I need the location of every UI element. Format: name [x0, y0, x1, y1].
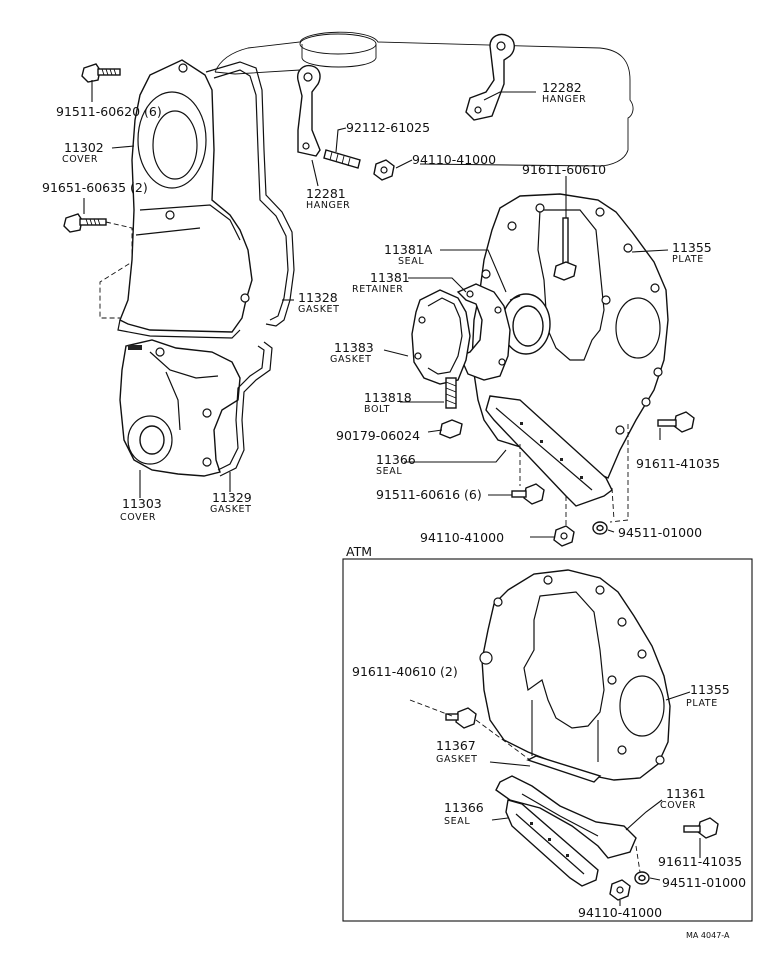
dash-line-c: [611, 487, 615, 521]
label-113818: 113818: [364, 390, 412, 405]
bolt-91511-60616: [511, 483, 545, 505]
label-11381a: 11381A: [384, 242, 433, 257]
gasket-11383: [411, 289, 471, 385]
label-91611-40610: 91611-40610 (2): [352, 664, 458, 679]
label-91511-60620: 91511-60620 (6): [56, 104, 162, 119]
washer-94511-01000-a: [592, 521, 608, 535]
label-91511-60616: 91511-60616 (6): [376, 487, 482, 502]
label-seal-c: SEAL: [444, 816, 470, 827]
label-hanger-a: HANGER: [306, 200, 350, 211]
end-plate-11355-atm: [479, 569, 671, 781]
cover-11361: [495, 775, 637, 859]
bolt-91651-60635: [63, 213, 107, 233]
label-seal-b: SEAL: [376, 466, 402, 477]
stud-92112-61025: [323, 149, 361, 169]
label-gasket-b: GASKET: [330, 354, 372, 365]
label-plate-b: PLATE: [686, 698, 718, 709]
dash-line-a: [99, 221, 133, 319]
label-atm: ATM: [346, 544, 372, 559]
label-gasket-a: GASKET: [298, 304, 340, 315]
label-11366-b: 11366: [444, 800, 484, 815]
bolt-91611-41035-b: [683, 817, 719, 839]
washer-94511-01000-b: [634, 871, 650, 885]
label-94110-41000-b: 94110-41000: [420, 530, 504, 545]
label-11366-a: 11366: [376, 452, 416, 467]
label-11355-b: 11355: [690, 682, 730, 697]
washer-90179-06024: [439, 419, 463, 439]
label-cover-b: COVER: [120, 512, 156, 523]
label-11355-a: 11355: [672, 240, 712, 255]
bolt-91611-40610: [445, 707, 477, 729]
label-gasket-c: GASKET: [210, 504, 252, 515]
label-11361: 11361: [666, 786, 706, 801]
upper-gasket-11328: [205, 61, 295, 327]
atm-dash-c: [635, 845, 641, 873]
lower-gasket-11329: [217, 341, 273, 477]
upper-timing-cover: [117, 59, 253, 339]
seal-strip-11366-b: [505, 799, 599, 887]
nut-94110-41000-a: [373, 159, 395, 181]
atm-box: [342, 558, 753, 922]
label-cover-c: COVER: [660, 800, 696, 811]
nut-94110-41000-b: [553, 525, 575, 547]
seal-strip-11366-a: [485, 395, 613, 507]
leader-lines-upper: [83, 80, 669, 538]
label-12282: 12282: [542, 80, 582, 95]
hanger-12281: [297, 64, 321, 157]
label-91611-41035-b: 91611-41035: [658, 854, 742, 869]
label-94511-01000-b: 94511-01000: [662, 875, 746, 890]
bolt-91611-41035-a: [657, 411, 695, 433]
atm-dash-b: [475, 719, 531, 761]
lower-timing-cover: [119, 339, 241, 477]
label-11303: 11303: [122, 496, 162, 511]
label-12281: 12281: [306, 186, 346, 201]
label-91651-60635: 91651-60635 (2): [42, 180, 148, 195]
dash-line-d: [609, 424, 629, 523]
reference-code: MA 4047-A: [686, 931, 730, 940]
label-11381: 11381: [370, 270, 410, 285]
label-retainer: RETAINER: [352, 284, 403, 295]
bolt-113818: [445, 377, 457, 409]
label-11302: 11302: [64, 140, 104, 155]
label-91611-60610: 91611-60610: [522, 162, 606, 177]
label-bolt: BOLT: [364, 404, 390, 415]
label-plate-a: PLATE: [672, 254, 704, 265]
label-94511-01000-a: 94511-01000: [618, 525, 702, 540]
retainer-11381: [456, 283, 511, 381]
label-11383: 11383: [334, 340, 374, 355]
label-gasket-d: GASKET: [436, 754, 478, 765]
hanger-12282: [465, 33, 515, 121]
label-94110-41000-a: 94110-41000: [412, 152, 496, 167]
label-11328: 11328: [298, 290, 338, 305]
nut-94110-41000-c: [609, 879, 631, 901]
label-91611-41035-a: 91611-41035: [636, 456, 720, 471]
bolt-91511-60620: [81, 63, 121, 83]
label-seal-a: SEAL: [398, 256, 424, 267]
label-94110-41000-c: 94110-41000: [578, 905, 662, 920]
callout-labels: 91511-60620 (6) 11302 COVER 91651-60635 …: [42, 80, 746, 940]
leader-lines-atm: [489, 691, 701, 906]
gasket-11367: [526, 755, 602, 783]
label-11329: 11329: [212, 490, 252, 505]
label-11367: 11367: [436, 738, 476, 753]
label-cover-a: COVER: [62, 154, 98, 165]
engine-block-outline: [214, 31, 634, 167]
label-90179-06024: 90179-06024: [336, 428, 420, 443]
bolt-91611-60610: [553, 217, 577, 281]
label-hanger-b: HANGER: [542, 94, 586, 105]
label-92112-61025: 92112-61025: [346, 120, 430, 135]
